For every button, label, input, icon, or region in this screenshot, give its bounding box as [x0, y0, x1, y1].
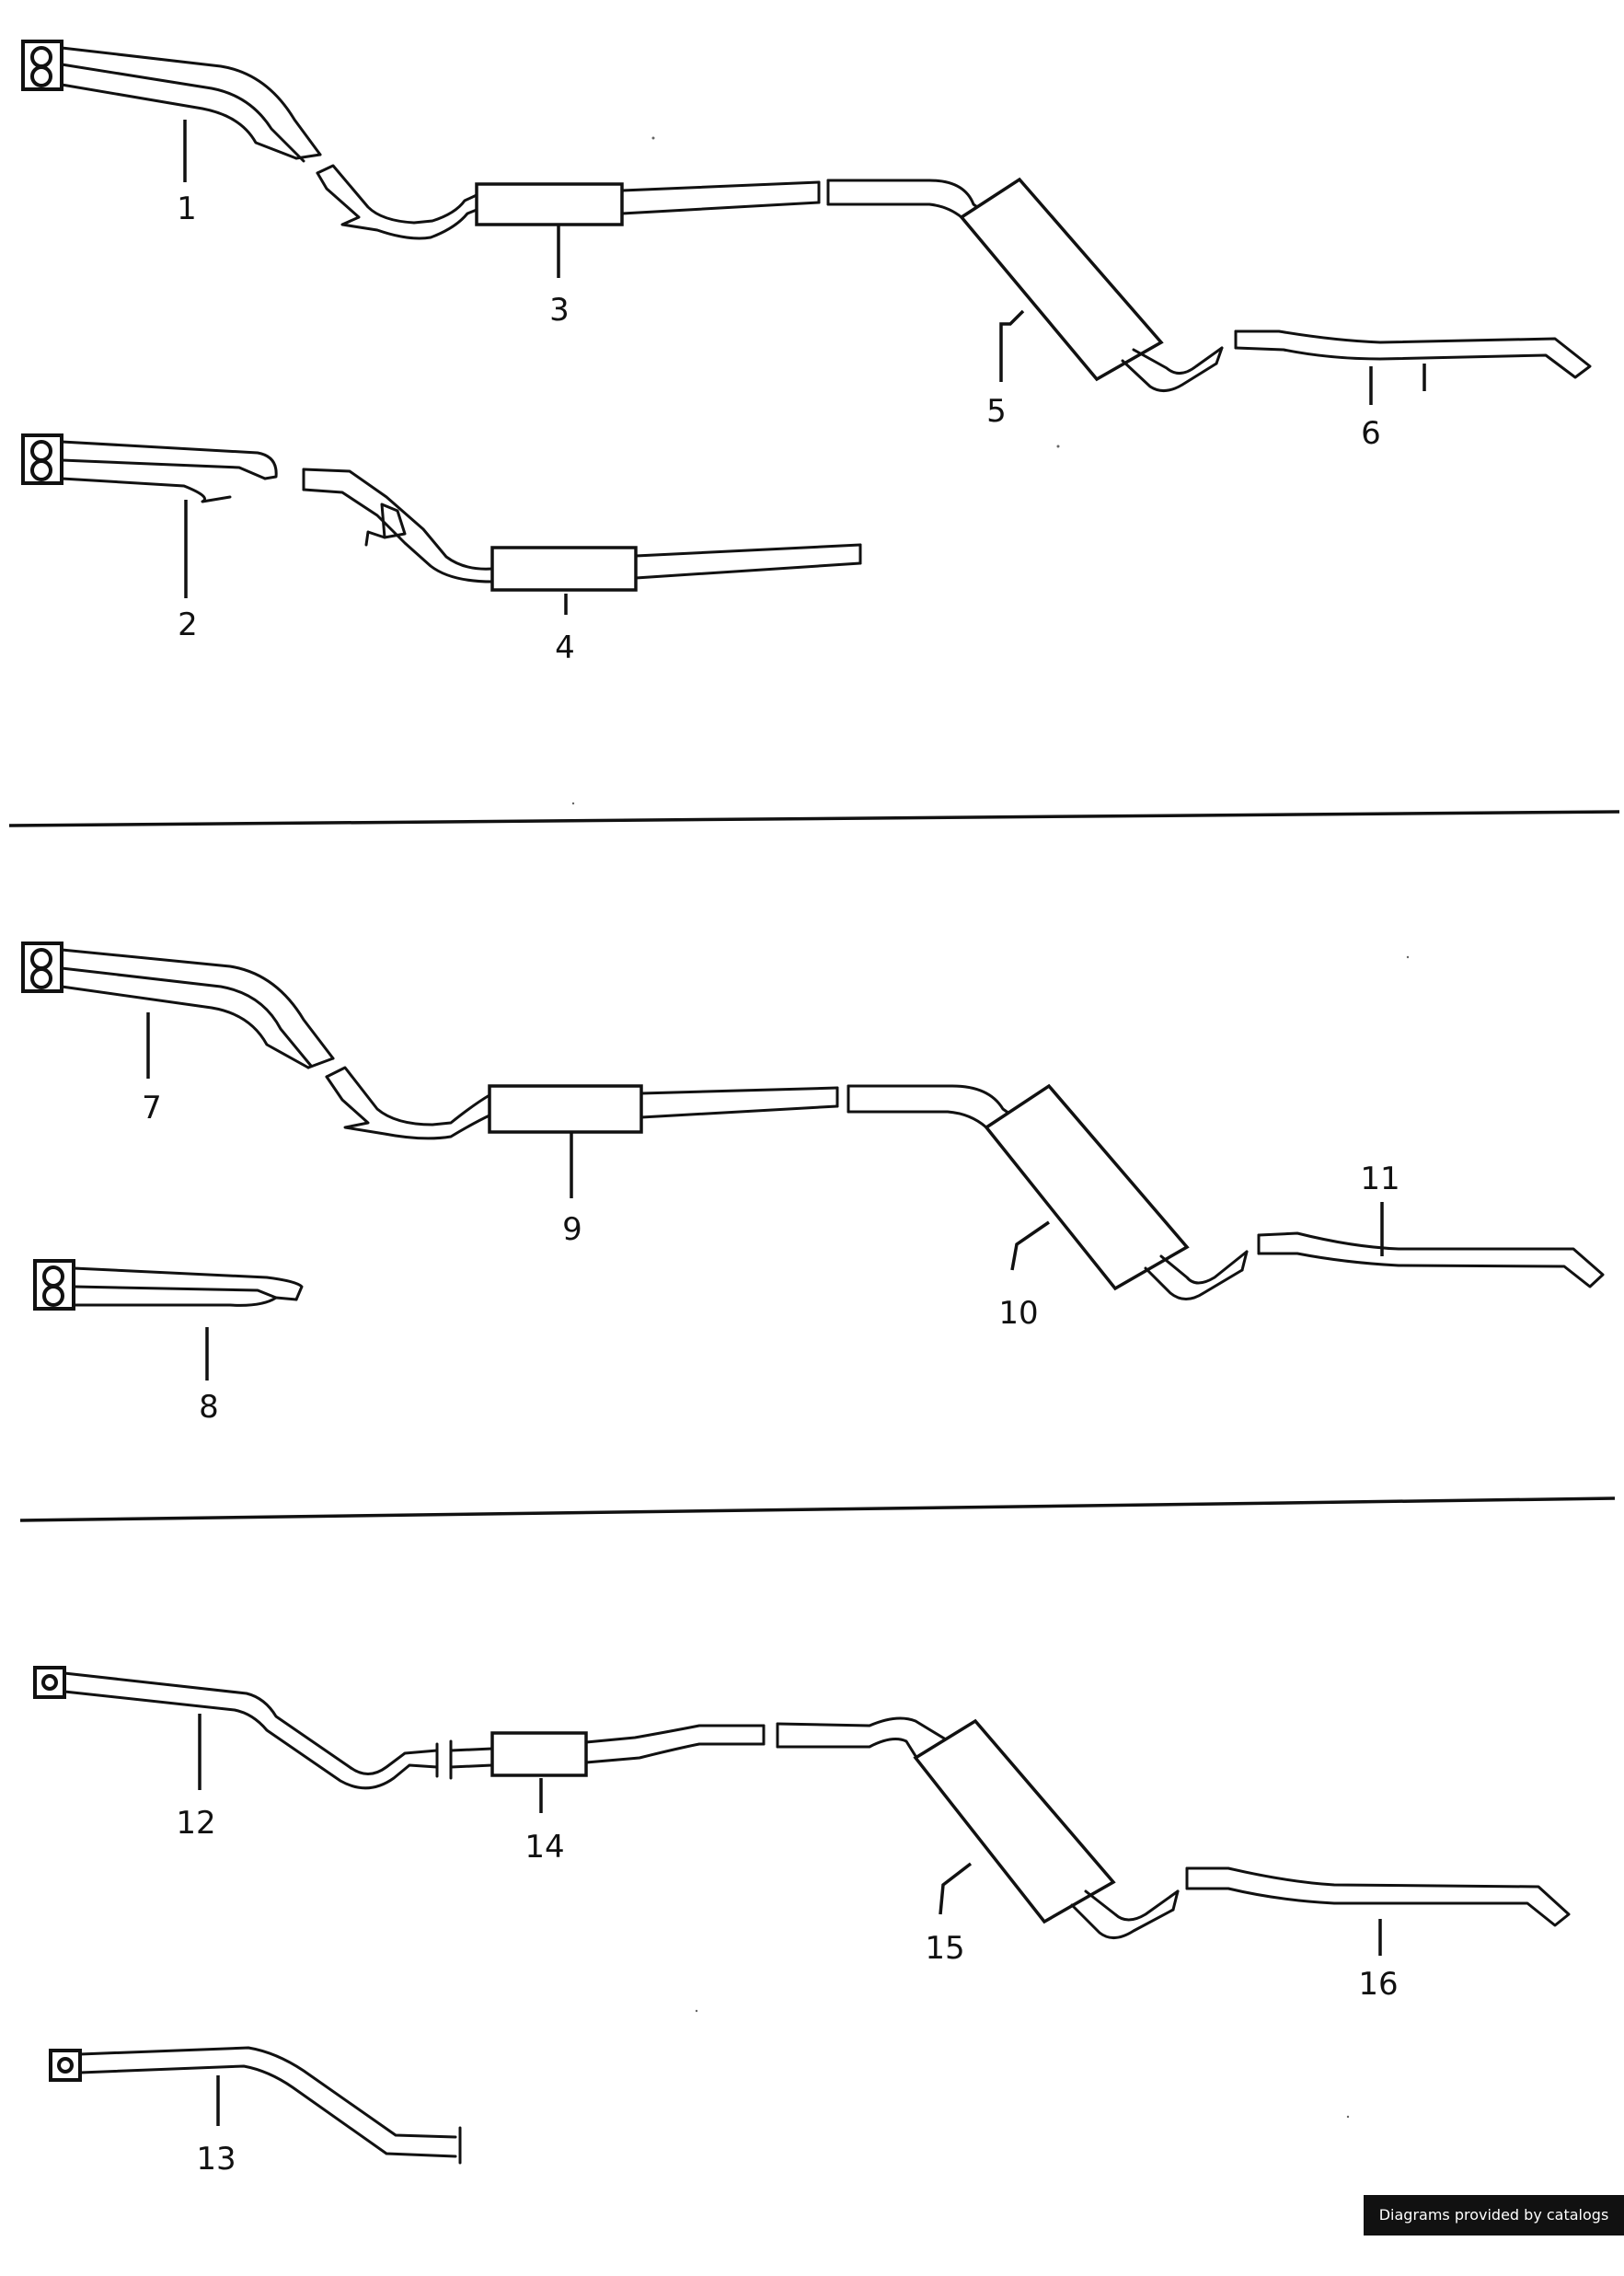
part-7-exhaust-manifold — [21, 942, 335, 1069]
part-2-exhaust-manifold — [21, 433, 278, 503]
divider-line-1 — [8, 810, 1620, 827]
part-8-exhaust-manifold — [33, 1259, 304, 1311]
part-label-11: 11 — [1360, 1161, 1399, 1197]
part-label-6: 6 — [1361, 415, 1381, 452]
part-14-center-muffler — [449, 1724, 766, 1777]
part-9-front-pipe-and-muffler — [325, 1066, 839, 1140]
part-4-front-pipe-and-muffler — [302, 468, 862, 592]
part-5-rear-muffler — [826, 177, 1224, 392]
part-11-tail-pipe — [1257, 1231, 1605, 1288]
part-label-5: 5 — [986, 393, 1007, 430]
part-10-rear-muffler — [847, 1083, 1249, 1300]
part-label-1: 1 — [177, 191, 197, 227]
part-number-labels: 1 2 3 4 5 6 7 8 9 10 11 12 13 14 15 16 — [142, 191, 1399, 2178]
part-label-10: 10 — [998, 1295, 1038, 1332]
part-label-16: 16 — [1358, 1966, 1398, 2003]
part-label-15: 15 — [925, 1930, 964, 1967]
part-13-front-pipe — [49, 2046, 462, 2165]
part-3-front-pipe-and-muffler — [316, 164, 821, 240]
part-label-3: 3 — [549, 292, 570, 329]
part-label-8: 8 — [199, 1389, 219, 1426]
part-1-exhaust-manifold — [21, 40, 322, 163]
part-label-13: 13 — [196, 2141, 236, 2178]
part-label-7: 7 — [142, 1090, 162, 1126]
scan-specks — [571, 136, 1410, 2119]
divider-line-2 — [19, 1496, 1616, 1522]
part-12-front-pipe — [33, 1666, 453, 1790]
diagram-credit-badge: Diagrams provided by catalogs parts — [1364, 2195, 1624, 2264]
part-label-4: 4 — [555, 630, 575, 666]
part-6-tail-pipe — [1234, 329, 1592, 379]
part-label-14: 14 — [524, 1829, 564, 1866]
part-label-2: 2 — [178, 607, 198, 643]
part-label-12: 12 — [176, 1805, 215, 1842]
leader-lines — [146, 120, 1426, 2126]
part-label-9: 9 — [562, 1211, 582, 1248]
part-16-tail-pipe — [1185, 1866, 1571, 1927]
part-15-rear-muffler — [776, 1716, 1180, 1939]
